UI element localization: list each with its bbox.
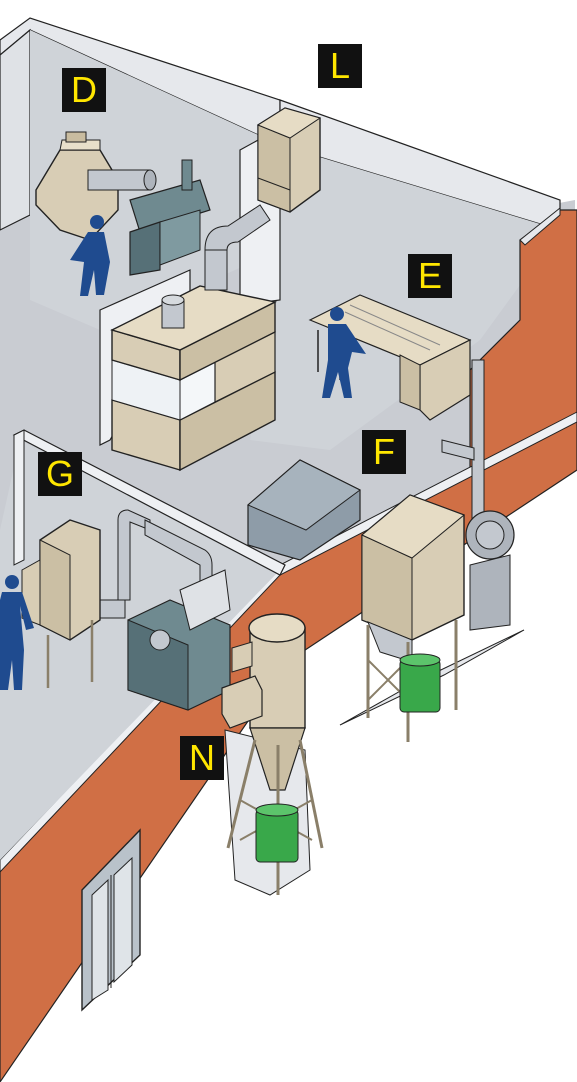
label-f-text: F <box>373 434 395 470</box>
label-l: L <box>318 44 362 88</box>
label-e: E <box>408 254 452 298</box>
fan-icon <box>466 511 514 630</box>
cabinet-unit-l <box>258 108 320 212</box>
label-f: F <box>362 430 406 474</box>
room-d-left-wall <box>0 30 30 230</box>
room-g-left-wall <box>14 430 24 565</box>
label-l-text: L <box>330 48 350 84</box>
label-n: N <box>180 736 224 780</box>
exhaust-stack <box>472 360 484 520</box>
label-g-text: G <box>46 456 74 492</box>
label-n-text: N <box>189 740 215 776</box>
label-g: G <box>38 452 82 496</box>
drum-icon <box>400 654 440 712</box>
label-e-text: E <box>418 258 442 294</box>
label-d-text: D <box>71 72 97 108</box>
duct-icon <box>88 170 156 190</box>
label-d: D <box>62 68 106 112</box>
drum-icon <box>256 804 298 862</box>
